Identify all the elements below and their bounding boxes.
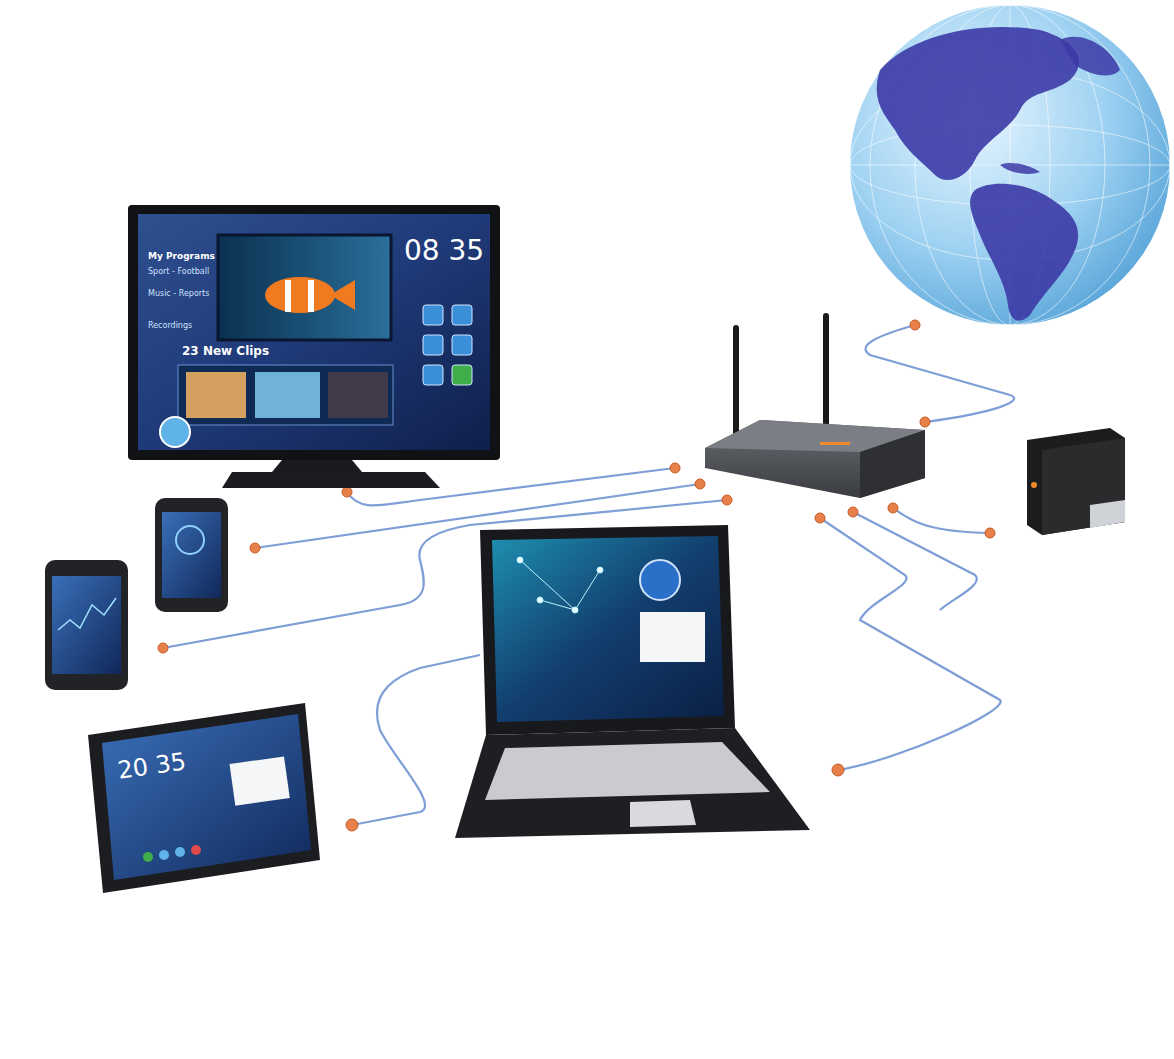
menu-heading: My Programs	[148, 252, 215, 262]
wire	[893, 508, 990, 533]
wire	[820, 518, 1001, 770]
clips-heading: 23 New Clips	[182, 345, 269, 358]
menu-item: Recordings	[148, 322, 192, 331]
menu-item: Music - Reports	[148, 290, 209, 299]
laptop	[455, 525, 810, 838]
phone	[155, 498, 228, 612]
phone	[45, 560, 128, 690]
wire	[853, 512, 977, 610]
router	[705, 313, 925, 498]
wire	[866, 325, 1015, 422]
clock-time: 08 35	[404, 236, 484, 267]
menu-item: Sport - Football	[148, 268, 209, 277]
television	[128, 205, 500, 488]
wire	[352, 655, 480, 825]
globe	[850, 5, 1170, 325]
tablet	[88, 703, 320, 893]
clock-time: 20 35	[116, 748, 188, 784]
hard-drive	[1027, 428, 1125, 535]
